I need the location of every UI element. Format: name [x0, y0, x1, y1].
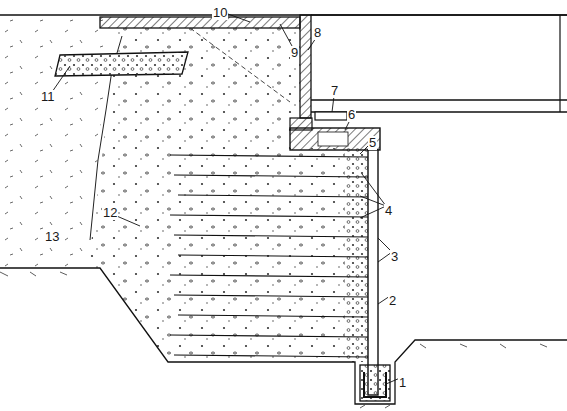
bearing — [315, 112, 347, 120]
callout-number: 6 — [347, 108, 356, 122]
ground-ticks — [0, 272, 547, 408]
callout-number: 2 — [388, 294, 397, 308]
callout-number: 5 — [368, 136, 377, 150]
bridge-deck — [311, 15, 567, 112]
callout-number: 8 — [313, 26, 322, 40]
reinforcement-strip — [170, 275, 368, 277]
cap-beam-core — [318, 132, 348, 146]
slab-dashed-line — [190, 28, 290, 102]
callout-number: 3 — [390, 250, 399, 264]
callout-number: 11 — [40, 90, 56, 104]
cap-beam — [290, 128, 380, 150]
reinforcement-strip — [170, 215, 368, 217]
reinforcement-strip — [178, 315, 368, 317]
reinforcement-strip — [178, 195, 368, 197]
callout-number: 12 — [102, 206, 118, 220]
sleeper-beam-fill — [55, 52, 188, 76]
footing-channel — [364, 372, 386, 397]
reinforcement-strip — [174, 355, 368, 357]
reinforcement-strips — [170, 155, 368, 357]
callout-number: 9 — [290, 46, 299, 60]
leader-lines — [52, 14, 400, 384]
abutment-wall — [300, 15, 311, 118]
drain-layer — [345, 148, 368, 362]
reinforcement-strip — [174, 175, 368, 177]
reinforcement-strip — [178, 255, 368, 257]
facing-panel — [368, 150, 378, 395]
reinforcement-strip — [170, 155, 368, 157]
approach-slab — [100, 17, 300, 28]
reinforcement-strip — [174, 235, 368, 237]
callout-number: 1 — [398, 376, 407, 390]
excavation-line — [0, 268, 567, 404]
callout-number: 13 — [44, 230, 60, 244]
footing — [360, 365, 390, 401]
callout-number: 10 — [212, 6, 228, 20]
sleeper-beam — [55, 52, 188, 76]
bridge-deck-end — [559, 15, 560, 112]
callout-number: 7 — [330, 84, 339, 98]
reinforcement-strip — [174, 295, 368, 297]
callout-number: 4 — [384, 204, 393, 218]
reinforcement-strip — [170, 335, 368, 337]
